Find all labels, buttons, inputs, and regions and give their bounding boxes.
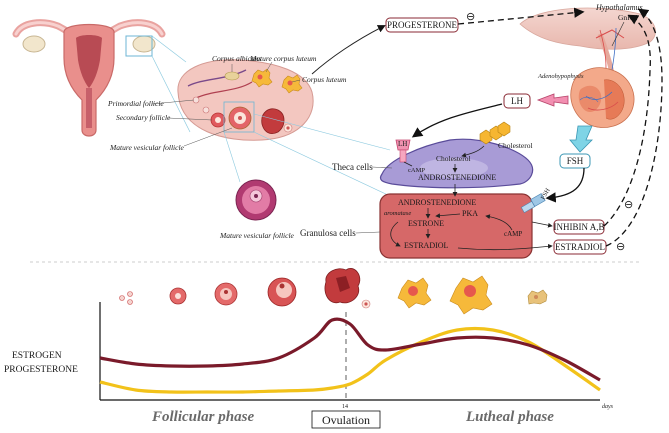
progesterone-series-line xyxy=(99,326,601,394)
corpus-albicans-label: Corpus albicans xyxy=(212,54,261,63)
fsh-receptor-label: FSH xyxy=(540,187,552,201)
estrogen-series-line xyxy=(99,317,601,382)
cholesterol-molecule-label: Cholesterol xyxy=(498,141,533,150)
granulosa-leader-line xyxy=(355,231,381,234)
estradiol-box: ESTRADIOL xyxy=(553,239,607,255)
x-axis-unit-label: days xyxy=(602,404,614,410)
ovulation-label: Ovulation xyxy=(322,413,370,427)
estradiol-feedback-arrow xyxy=(605,8,663,247)
mature-corpus-luteum-label: Mature corpus luteum xyxy=(249,54,317,63)
cholesterol-molecule-icon xyxy=(479,121,511,145)
granulosa-to-inhibin-arrow xyxy=(531,221,553,228)
fsh-to-granulosa-arrow xyxy=(545,167,585,203)
mature-vesicular-follicle-illustration xyxy=(235,179,277,221)
inhibin-feedback-arrow xyxy=(603,14,651,227)
follicle-zoom-box xyxy=(223,101,255,133)
progesterone-box-label: PROGESTERONE xyxy=(387,20,458,30)
aromatase-arrow-2 xyxy=(390,221,401,247)
hormone-graph xyxy=(99,302,601,401)
lh-box: LH xyxy=(503,93,531,109)
lh-theca-label: LH xyxy=(398,140,407,148)
progesterone-feedback-arrow xyxy=(457,7,585,25)
secondary-follicle-label: Secondary follicle xyxy=(116,113,171,122)
mature-vesicular-follicle-bottom-label: Mature vesicular follicle xyxy=(219,231,295,240)
estradiol-minus-symbol: ⊖ xyxy=(616,241,625,253)
adenohypophysis-label: Adenohypophysis xyxy=(537,73,584,80)
follicle-development-row xyxy=(119,268,548,315)
ovary-zoom-box xyxy=(125,35,153,57)
fsh-box: FSH xyxy=(559,153,591,169)
lh-camp-arrow xyxy=(403,161,413,167)
gnrh-leader-line xyxy=(611,21,625,47)
hypothalamus-label: Hypothalamus xyxy=(595,3,643,12)
gnrh-label: GnRH xyxy=(618,13,638,22)
progesterone-box: PROGESTERONE xyxy=(385,17,459,33)
left-ovary-icon xyxy=(22,35,46,53)
zoom-lines xyxy=(151,35,191,133)
cholesterol-inner-label: Cholesterol xyxy=(436,154,471,163)
legend-progesterone: PROGESTERONE xyxy=(4,365,78,375)
fsh-box-label: FSH xyxy=(567,156,584,166)
theca-cells-label: Theca cells xyxy=(332,162,373,172)
granulosa-to-estradiol-arrow xyxy=(457,243,553,251)
mature-vesicular-follicle-label: Mature vesicular follicle xyxy=(109,143,185,152)
inhibin-box-label: INHIBIN A,B xyxy=(554,222,605,232)
day-14-tick-label: 14 xyxy=(342,404,348,410)
progesterone-minus-symbol: ⊖ xyxy=(466,11,475,23)
primordial-follicle-label: Primordial follicle xyxy=(107,99,164,108)
follicle-zoom-lines xyxy=(223,113,391,197)
fsh-receptor-icon xyxy=(520,193,546,214)
camp-to-pka-arrow xyxy=(485,214,513,231)
theca-leader-line xyxy=(371,166,393,169)
ovary-leader-lines xyxy=(151,61,301,147)
fsh-release-arrow xyxy=(569,125,593,153)
lh-release-arrow xyxy=(536,93,569,107)
cholesterol-entry-arrow xyxy=(461,145,485,158)
estrone-label: ESTRONE xyxy=(408,219,444,228)
estradiol-gran-label: ESTRADIOL xyxy=(404,241,449,250)
inhibin-minus-symbol: ⊖ xyxy=(624,199,633,211)
theca-cell-illustration xyxy=(379,138,534,189)
pka-label: PKA xyxy=(462,209,478,218)
ovulation-box xyxy=(311,410,381,429)
luteal-phase-label: Lutheal phase xyxy=(465,409,554,425)
camp-gran-label: cAMP xyxy=(504,230,522,238)
lh-receptor-icon xyxy=(395,139,411,163)
corpus-luteum-to-progesterone-arrow xyxy=(311,25,386,75)
ovary-illustration xyxy=(177,59,314,141)
camp-theca-label: cAMP xyxy=(408,167,425,174)
inhibin-box: INHIBIN A,B xyxy=(553,219,605,235)
androstenedione-gran-label: ANDROSTENEDIONE xyxy=(398,198,476,207)
granulosa-cells-label: Granulosa cells xyxy=(300,228,356,238)
androstenedione-theca-label: ANDROSTENEDIONE xyxy=(418,173,496,182)
pka-arrow xyxy=(435,213,461,219)
aromatase-label: aromatase xyxy=(384,210,411,217)
hypothalamus-pituitary-illustration xyxy=(519,7,656,128)
legend-estrogen: ESTROGEN xyxy=(12,351,62,361)
follicular-phase-label: Follicular phase xyxy=(151,409,254,425)
estradiol-box-label: ESTRADIOL xyxy=(555,242,605,252)
corpus-luteum-label: Corpus luteum xyxy=(302,75,347,84)
uterus-illustration xyxy=(12,19,166,137)
lh-box-label: LH xyxy=(511,96,523,106)
lh-to-theca-arrow xyxy=(411,103,503,138)
